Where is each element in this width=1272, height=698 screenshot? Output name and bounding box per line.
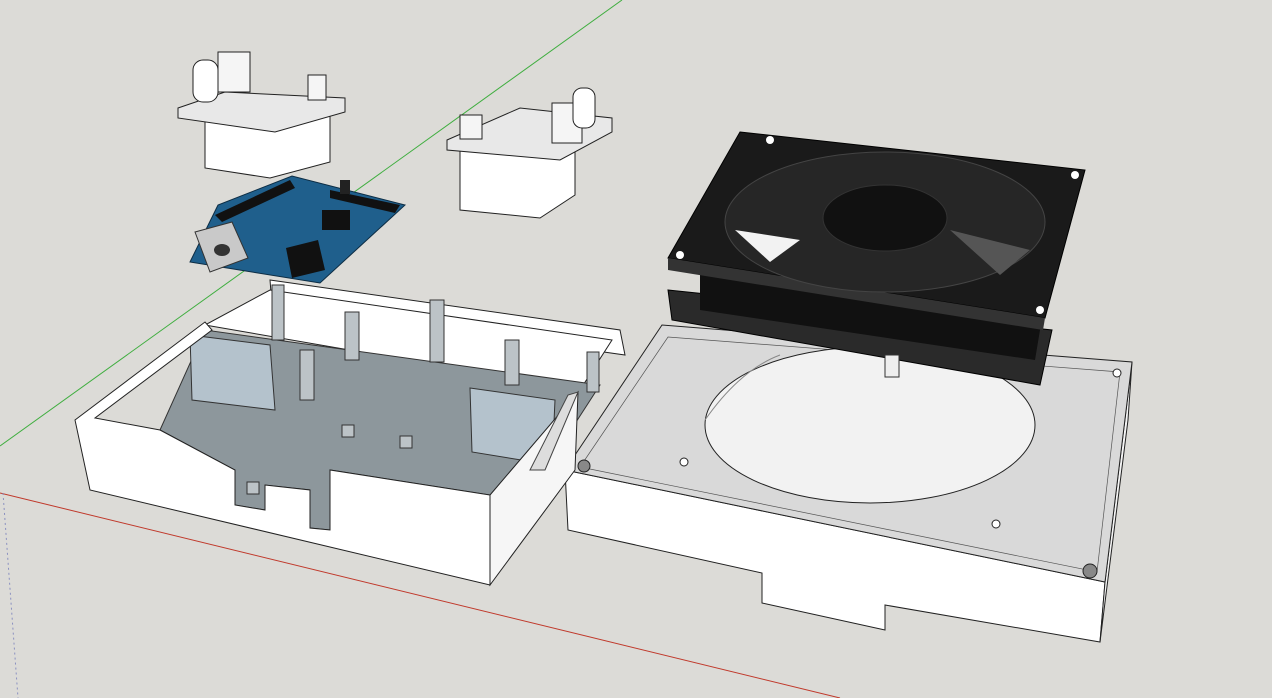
arduino-board[interactable] [189, 175, 407, 284]
blue-axis [2, 492, 19, 698]
servo-left[interactable] [177, 51, 346, 179]
servo-right[interactable] [446, 87, 613, 219]
standoff-posts [246, 284, 600, 495]
enclosure-box[interactable] [74, 279, 626, 587]
red-axis [0, 492, 841, 698]
cooling-fan[interactable] [667, 131, 1086, 386]
fan-base-plate[interactable] [564, 324, 1133, 643]
